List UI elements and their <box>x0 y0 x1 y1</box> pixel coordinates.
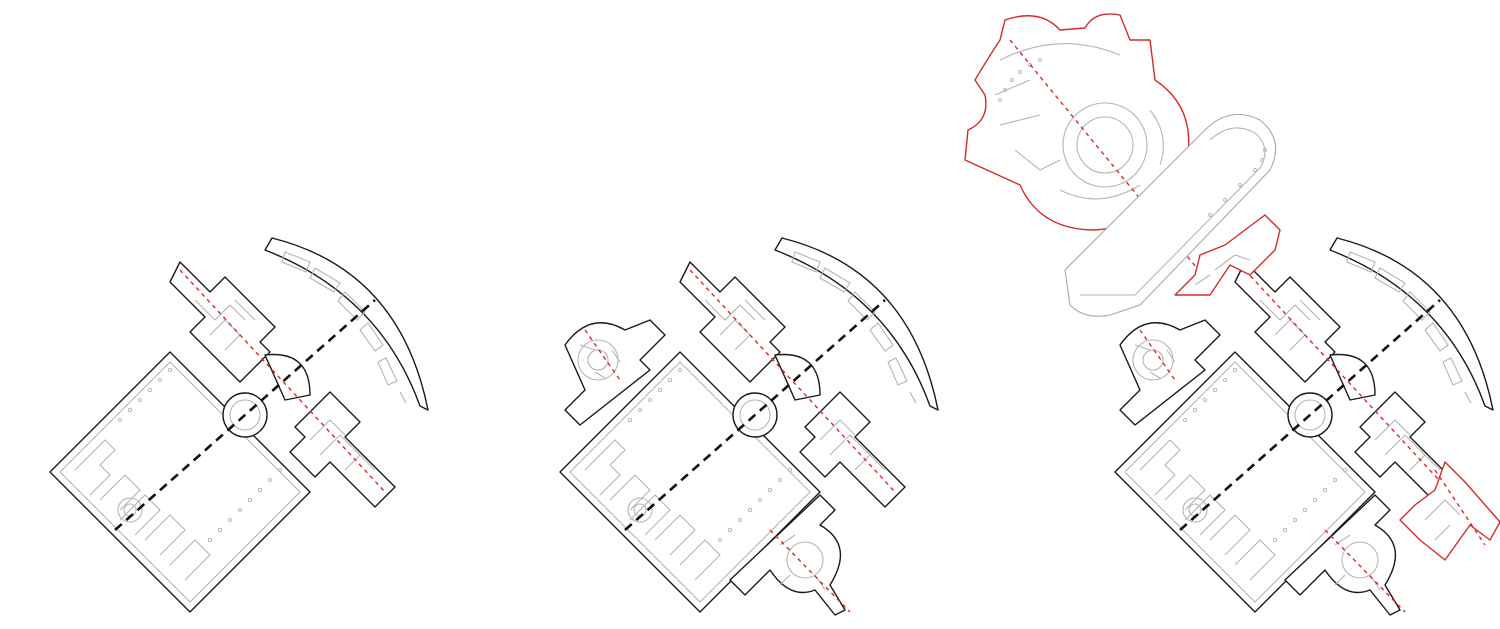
panel-stage-1 <box>48 236 430 614</box>
added-east-annex <box>1399 461 1500 561</box>
added-north-annex <box>1174 214 1281 296</box>
panel-stage-2 <box>558 236 940 616</box>
stadium <box>1064 113 1277 317</box>
panel-stage-3 <box>964 13 1500 616</box>
